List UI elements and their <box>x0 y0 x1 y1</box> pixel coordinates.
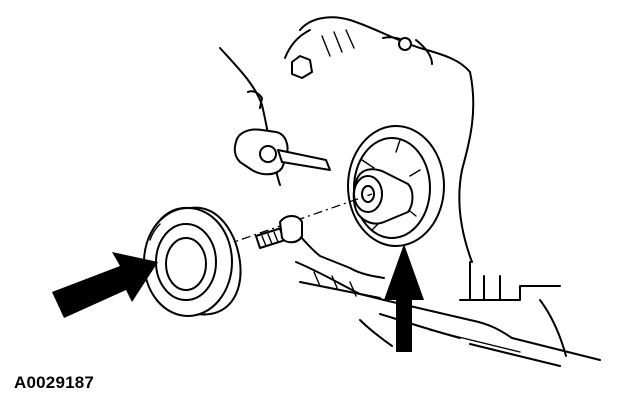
bore-direction-arrow <box>384 244 424 352</box>
rear-oil-seal <box>143 206 242 317</box>
lower-housing <box>289 223 601 367</box>
engine-housing <box>219 16 475 263</box>
seal-direction-arrow <box>52 252 158 318</box>
crankshaft-flange <box>347 125 445 247</box>
mounting-boss <box>233 128 331 176</box>
figure-code-label: A0029187 <box>14 373 95 392</box>
threaded-stud <box>255 215 303 249</box>
